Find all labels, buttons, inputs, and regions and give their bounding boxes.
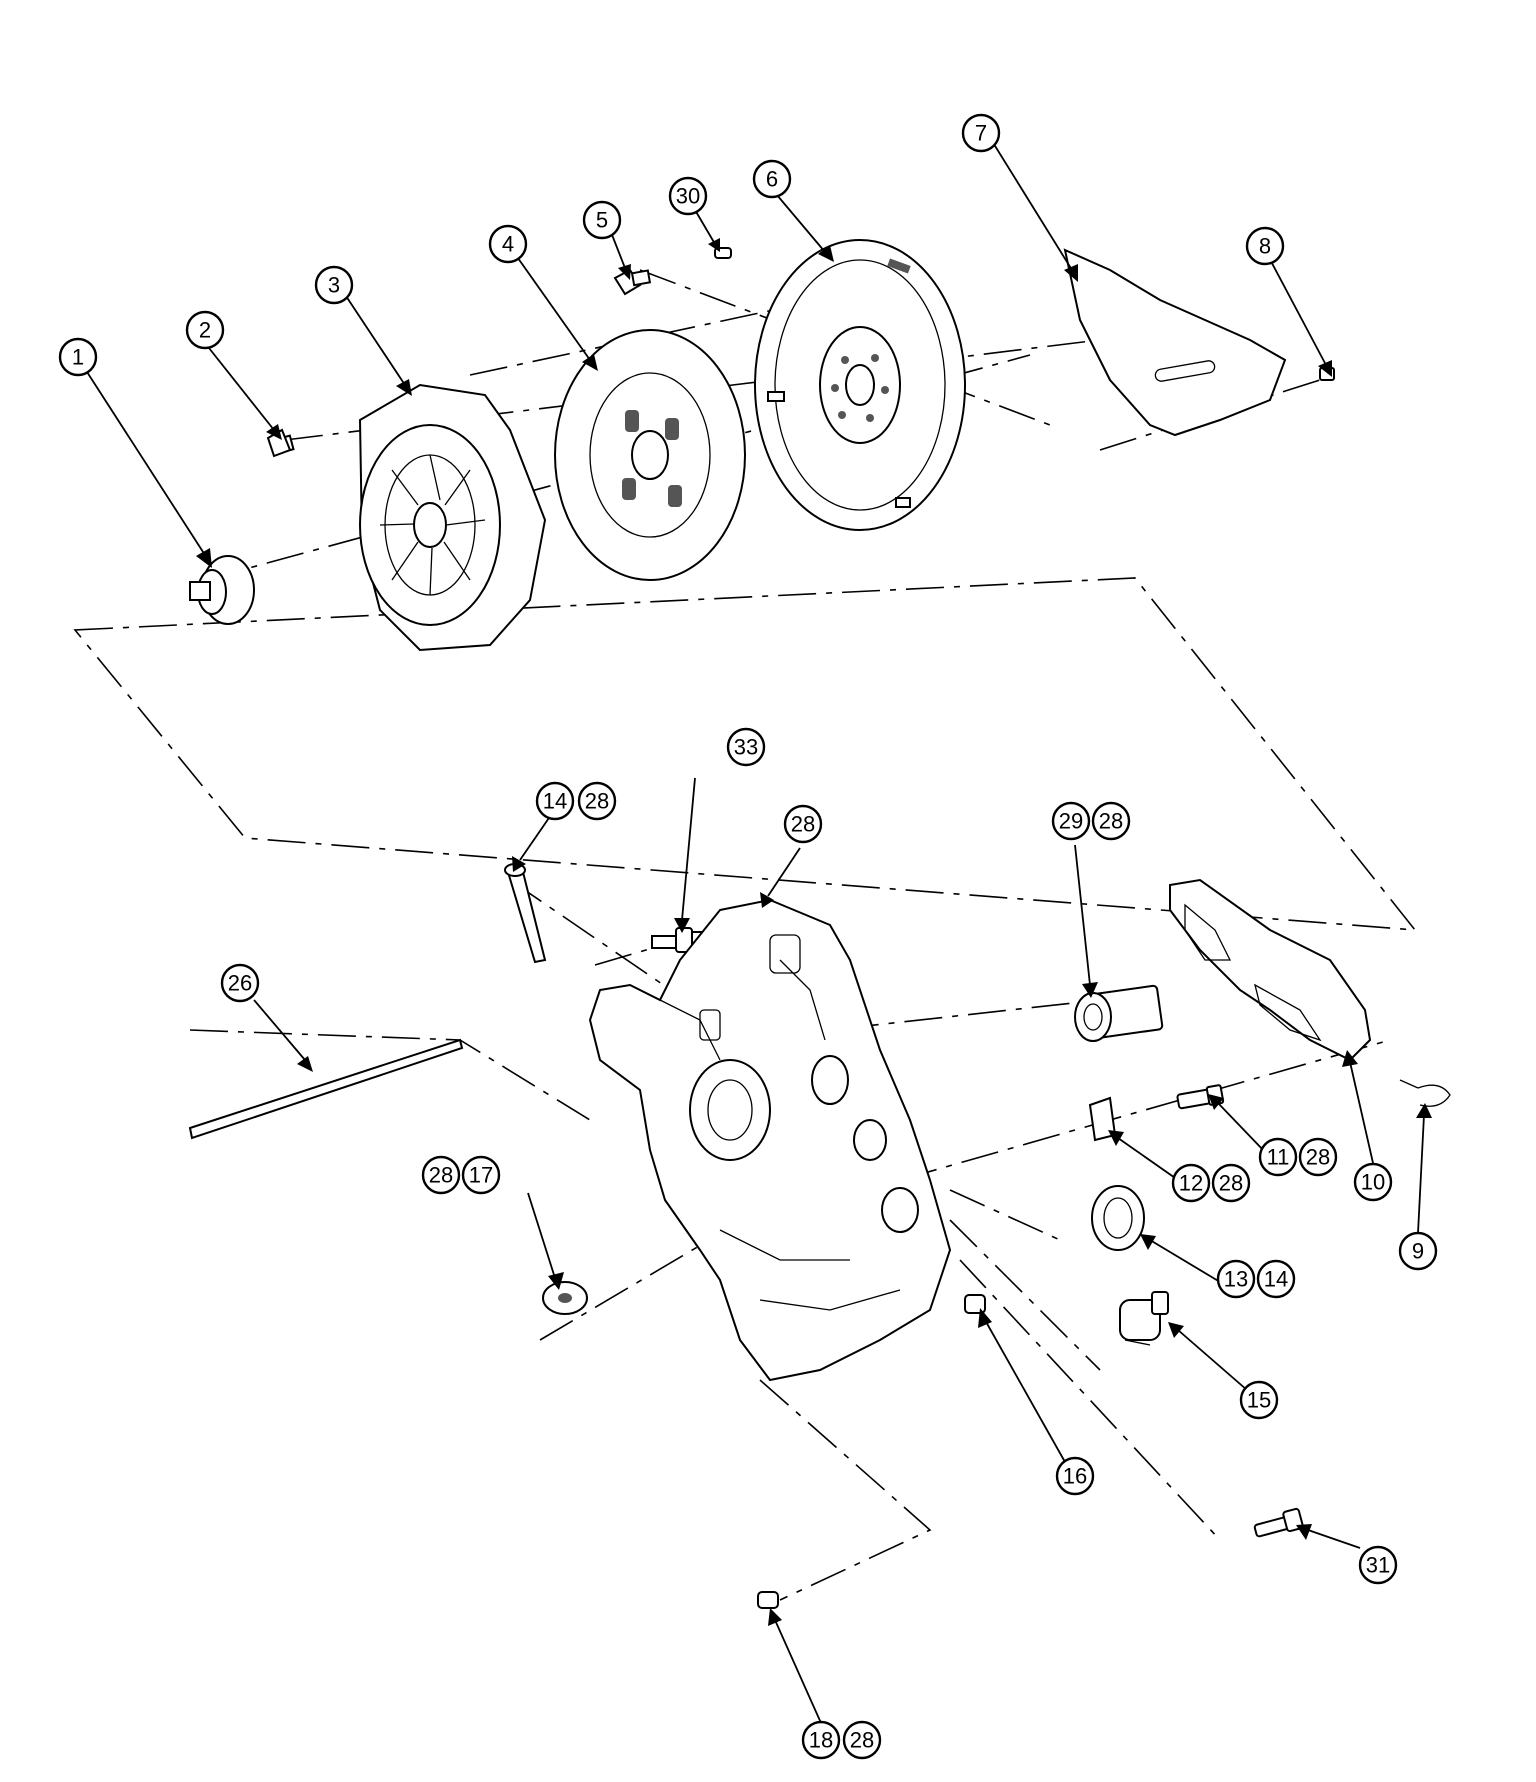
callout-15: 15 (1239, 1380, 1279, 1420)
callout-26-label: 26 (228, 971, 252, 996)
callout-13: 13 (1216, 1259, 1256, 1299)
guide-rod (188, 1038, 464, 1140)
callout-1-label: 1 (72, 345, 84, 370)
callouts: 1 2 3 4 5 30 6 7 8 33 14 28 28 29 28 26 … (58, 113, 1438, 1760)
callout-17: 17 (461, 1155, 501, 1195)
callout-31-label: 31 (1366, 1553, 1390, 1578)
callout-2: 2 (185, 310, 225, 350)
callout-7: 7 (961, 113, 1001, 153)
callout-28-housing: 28 (783, 804, 823, 844)
clutch-housing (588, 898, 952, 1382)
callout-5: 5 (582, 200, 622, 240)
callout-12: 12 (1171, 1163, 1211, 1203)
housing-bolt (964, 1294, 986, 1314)
callout-28-housing-label: 28 (791, 812, 815, 837)
callout-6: 6 (752, 159, 792, 199)
callout-28-stud-label: 28 (1306, 1145, 1330, 1170)
leader-lines (77, 132, 1432, 1724)
callout-29-label: 29 (1059, 809, 1083, 834)
callout-28-bushing: 28 (1091, 801, 1131, 841)
callout-9: 9 (1398, 1231, 1438, 1271)
callout-16-label: 16 (1063, 1464, 1087, 1489)
callout-3: 3 (314, 265, 354, 305)
cover-plate (1063, 248, 1287, 437)
callout-14-seal: 14 (1256, 1259, 1296, 1299)
callout-11: 11 (1258, 1137, 1298, 1177)
callout-18-label: 18 (809, 1728, 833, 1753)
callout-8: 8 (1245, 226, 1285, 266)
callout-33: 33 (726, 727, 766, 767)
housing-dowel (757, 1591, 779, 1609)
flywheel (754, 239, 966, 531)
callout-28-bracket: 28 (1211, 1163, 1251, 1203)
callout-5-label: 5 (596, 208, 608, 233)
callout-7-label: 7 (975, 121, 987, 146)
callout-28-dowel-label: 28 (850, 1728, 874, 1753)
callout-14-seal-label: 14 (1264, 1267, 1288, 1292)
callout-11-label: 11 (1267, 1145, 1290, 1170)
callout-9-label: 9 (1412, 1239, 1424, 1264)
callout-16: 16 (1055, 1456, 1095, 1496)
pressure-plate (358, 383, 547, 652)
release-bearing (189, 555, 255, 625)
callout-28-dowel: 28 (842, 1720, 882, 1760)
callout-2-label: 2 (199, 318, 211, 343)
callout-28-plug: 28 (421, 1155, 461, 1195)
retaining-clip (1399, 1079, 1451, 1107)
callout-13-label: 13 (1224, 1267, 1248, 1292)
oil-seal (1091, 1185, 1145, 1251)
callout-33-label: 33 (734, 735, 758, 760)
switch (1119, 1291, 1169, 1346)
flywheel-bolt (613, 268, 652, 296)
callout-15-label: 15 (1247, 1388, 1271, 1413)
callout-17-label: 17 (469, 1163, 493, 1188)
callout-4: 4 (488, 224, 528, 264)
callout-28-plug-label: 28 (429, 1163, 453, 1188)
callout-6-label: 6 (766, 167, 778, 192)
callout-31: 31 (1358, 1545, 1398, 1585)
callout-12-label: 12 (1179, 1171, 1203, 1196)
callout-28-bracket-label: 28 (1219, 1171, 1243, 1196)
callout-14-upper: 14 (535, 781, 575, 821)
clutch-disc (554, 329, 746, 581)
release-fork (1169, 878, 1372, 1062)
callout-14-upper-label: 14 (543, 789, 567, 814)
callout-4-label: 4 (502, 232, 514, 257)
plug (542, 1281, 588, 1315)
callout-29: 29 (1051, 801, 1091, 841)
callout-30-label: 30 (676, 184, 700, 209)
mounting-bolt (1253, 1507, 1304, 1538)
callout-8-label: 8 (1259, 234, 1271, 259)
callout-3-label: 3 (328, 273, 340, 298)
callout-10-label: 10 (1361, 1170, 1385, 1195)
bushing (1074, 984, 1164, 1042)
callout-28-upper-left: 28 (577, 781, 617, 821)
callout-28-bushing-label: 28 (1099, 809, 1123, 834)
callout-26: 26 (220, 963, 260, 1003)
callout-1: 1 (58, 337, 98, 377)
guide-pin (504, 863, 547, 964)
callout-30: 30 (668, 176, 708, 216)
callout-18: 18 (801, 1720, 841, 1760)
callout-10: 10 (1353, 1162, 1393, 1202)
callout-28-upper-left-label: 28 (585, 789, 609, 814)
callout-28-stud: 28 (1298, 1137, 1338, 1177)
